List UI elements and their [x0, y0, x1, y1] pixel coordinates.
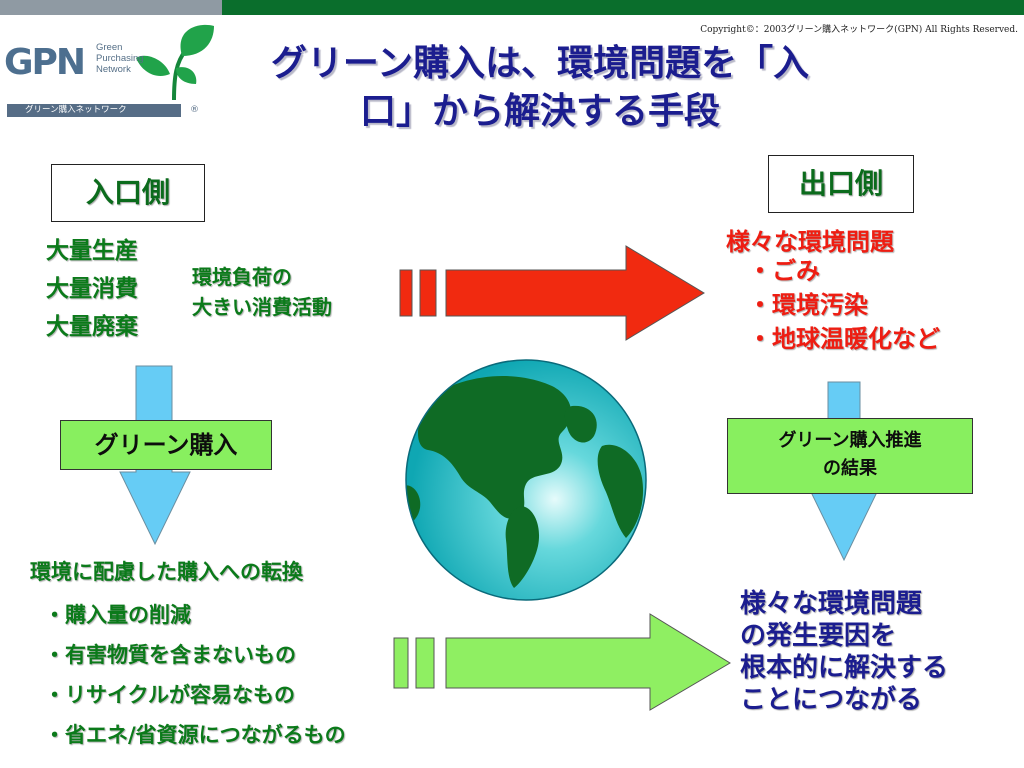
list-item: ・購入量の削減 — [44, 603, 191, 627]
red-right-arrow-icon — [399, 245, 705, 341]
list-item: 大量廃棄 — [46, 314, 138, 340]
high-load-consumption-text: 環境負荷の 大きい消費活動 — [192, 262, 332, 322]
leaf-sprout-icon — [136, 24, 214, 101]
green-purchase-box: グリーン購入 — [60, 420, 272, 470]
list-item: ・地球温暖化など — [748, 325, 940, 353]
logo-letters: GPN — [4, 42, 86, 83]
input-side-label: 入口側 — [51, 164, 205, 222]
slide-title: グリーン購入は、環境問題を「入 口」から解決する手段 — [220, 40, 860, 136]
logo-word-green: Green — [96, 42, 123, 53]
header-bar-green — [222, 0, 1024, 15]
copyright-text: Copyright©：2003グリーン購入ネットワーク(GPN) All Rig… — [700, 25, 1018, 35]
list-item: ・ごみ — [748, 257, 820, 285]
shift-title: 環境に配慮した購入への転換 — [30, 560, 303, 584]
header-bar-gray — [0, 0, 222, 15]
gpn-logo: GPN Green Purchasing Network グリーン購入ネットワー… — [4, 22, 216, 122]
green-purchase-result-box: グリーン購入推進 の結果 — [727, 418, 973, 494]
solution-text: 様々な環境問題 の発生要因を 根本的に解決する ことにつながる — [740, 588, 948, 716]
logo-words: Green Purchasing Network — [96, 42, 144, 75]
solution-line: ことにつながる — [740, 685, 923, 715]
logo-word-network: Network — [96, 64, 131, 75]
high-load-line1: 環境負荷の — [192, 265, 292, 289]
list-item: ・省エネ/省資源につながるもの — [44, 723, 346, 747]
result-line1: グリーン購入推進 — [778, 430, 922, 451]
list-item: ・リサイクルが容易なもの — [44, 683, 295, 707]
slide-title-line2: 口」から解決する手段 — [359, 91, 720, 132]
slide-title-line1: グリーン購入は、環境問題を「入 — [270, 43, 810, 84]
registered-mark: ® — [190, 105, 199, 115]
shift-list: ・購入量の削減 ・有害物質を含まないもの ・リサイクルが容易なもの ・省エネ/省… — [44, 595, 346, 755]
result-line2: の結果 — [823, 458, 877, 479]
issues-list: ・ごみ ・環境汚染 ・地球温暖化など — [748, 254, 940, 356]
output-side-label: 出口側 — [768, 155, 914, 213]
mass-consumption-list: 大量生産 大量消費 大量廃棄 — [46, 232, 138, 346]
solution-line: 様々な環境問題 — [740, 589, 923, 619]
solution-line: 根本的に解決する — [740, 653, 949, 683]
solution-line: の発生要因を — [740, 621, 897, 651]
logo-word-purchasing: Purchasing — [96, 53, 144, 64]
high-load-line2: 大きい消費活動 — [192, 295, 332, 319]
issues-title: 様々な環境問題 — [726, 228, 894, 256]
list-item: ・有害物質を含まないもの — [44, 643, 296, 667]
logo-strip: グリーン購入ネットワーク — [7, 104, 181, 117]
list-item: 大量生産 — [46, 238, 138, 264]
green-right-arrow-icon — [393, 613, 731, 711]
list-item: 大量消費 — [46, 276, 138, 302]
list-item: ・環境汚染 — [748, 291, 868, 319]
globe-icon — [405, 359, 647, 601]
